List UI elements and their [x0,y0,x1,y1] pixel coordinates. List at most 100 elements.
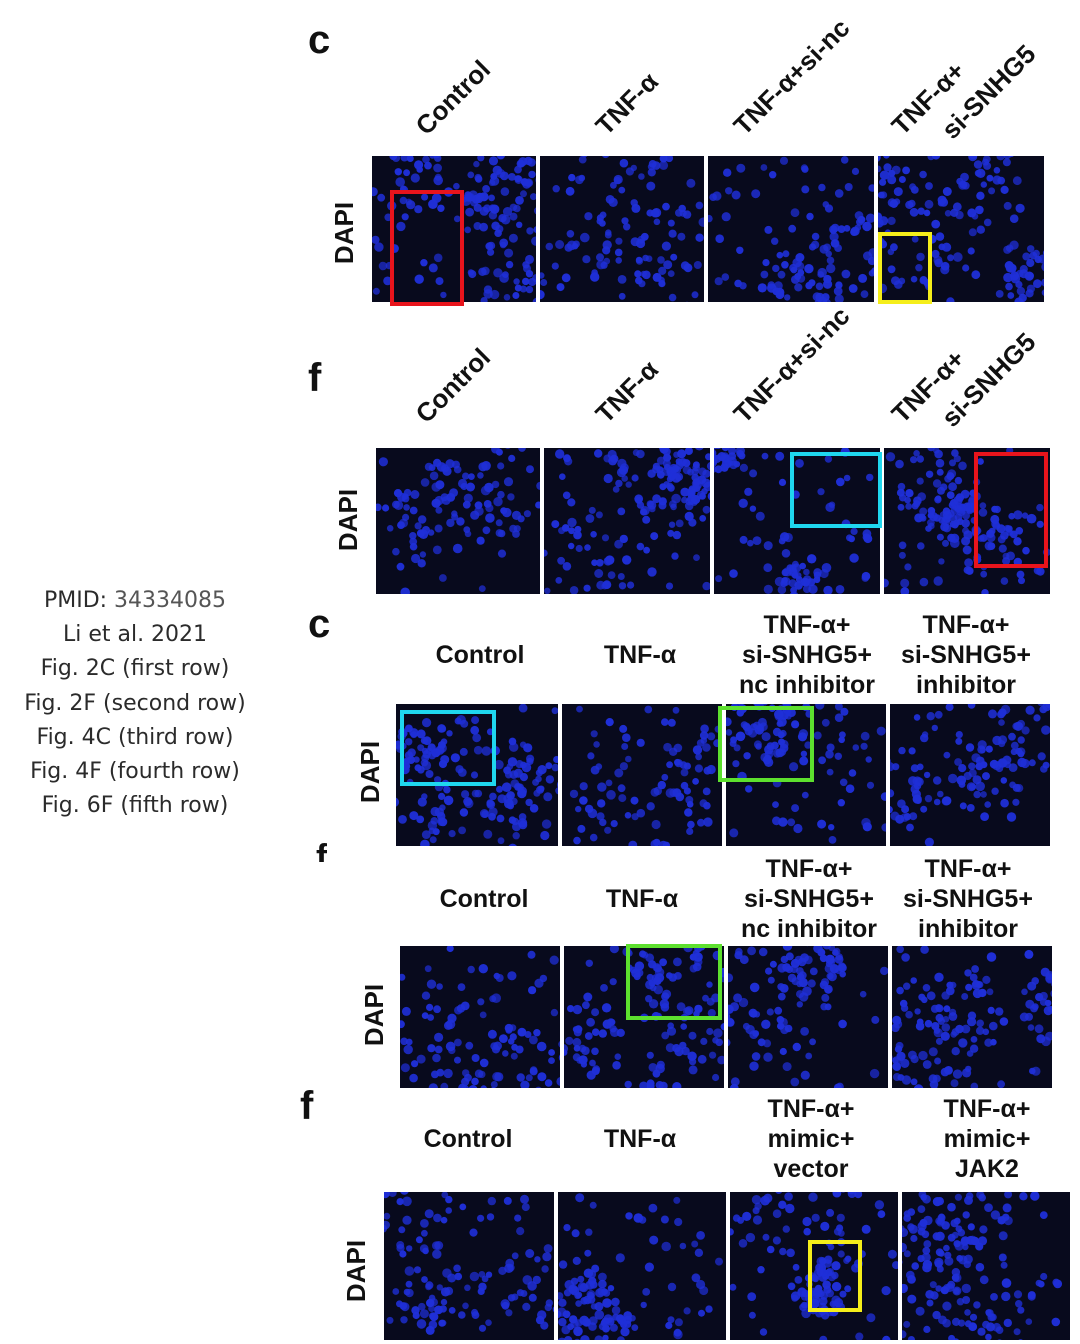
nucleus [386,1316,394,1324]
nucleus [605,229,612,236]
nucleus [434,495,444,506]
nucleus [661,992,670,1001]
nucleus [667,1282,677,1292]
nucleus [696,1279,706,1290]
nucleus [972,988,983,999]
nucleus [892,1261,898,1270]
nucleus [497,462,505,470]
nucleus [642,254,649,262]
nucleus [723,168,732,177]
nucleus [779,532,790,542]
microscopy-nuclei [396,704,558,846]
nucleus [851,1263,861,1273]
nucleus [761,732,771,742]
nucleus [1008,512,1015,520]
nucleus [419,551,427,558]
nucleus [849,553,859,563]
nucleus [447,1273,457,1283]
nucleus [703,481,710,492]
nucleus [573,1045,581,1052]
nucleus [481,266,490,276]
row2-image-tnf-si-snhg5 [884,448,1050,594]
nucleus [683,263,693,273]
nucleus [974,169,982,177]
nucleus [562,491,571,500]
nucleus [582,1001,590,1010]
nucleus [482,185,490,193]
nucleus [943,751,951,759]
nucleus [659,958,667,967]
nucleus [558,1260,568,1269]
nucleus [437,204,445,212]
nucleus [948,1012,958,1021]
nucleus [911,789,921,799]
nucleus [762,1233,770,1241]
nucleus [895,814,905,824]
nucleus [555,577,563,584]
nucleus [892,1055,893,1060]
nucleus [927,512,935,519]
nucleus [459,1203,467,1211]
nucleus [617,1316,627,1325]
nucleus [653,964,663,973]
nucleus [1047,1005,1052,1013]
nucleus [828,946,836,952]
nucleus [969,973,978,982]
nucleus [774,709,784,720]
nucleus [499,1034,508,1043]
nucleus [509,212,518,221]
nucleus [448,830,456,838]
nucleus [400,973,406,981]
nucleus [738,452,746,460]
nucleus [434,524,443,533]
nucleus [965,983,973,991]
nucleus [919,276,928,285]
nucleus [593,741,600,748]
nucleus [1001,1278,1012,1288]
nucleus [911,1262,919,1270]
nucleus [786,1248,795,1258]
nucleus [967,208,977,218]
nucleus [986,1322,995,1332]
nucleus [434,173,442,181]
nucleus [772,264,780,273]
nucleus [605,555,615,565]
nucleus [474,173,482,182]
nucleus [478,585,486,592]
nucleus [640,508,648,516]
nucleus [384,1192,390,1199]
nucleus [428,263,438,273]
nucleus [745,785,753,793]
nucleus [744,487,753,496]
nucleus [979,1225,988,1234]
nucleus [495,529,504,537]
nucleus [563,1224,571,1232]
nucleus [767,283,777,293]
nucleus [406,156,414,162]
nucleus [763,1052,773,1062]
nucleus [473,222,482,230]
nucleus [1017,719,1025,728]
nucleus [416,166,423,173]
nucleus [815,282,824,291]
nucleus [537,1072,547,1082]
nucleus [688,1065,698,1075]
nucleus [401,213,409,221]
nucleus [487,248,495,256]
nucleus [946,986,955,996]
nucleus [925,1290,935,1299]
nucleus [497,549,507,558]
nucleus [760,164,768,171]
nucleus [730,1283,737,1291]
nucleus [825,750,834,759]
nucleus [631,1324,639,1331]
nucleus [644,705,653,714]
nucleus [438,741,446,749]
nucleus [584,804,594,814]
nucleus [478,462,488,472]
nucleus [945,704,954,712]
nucleus [419,1309,429,1319]
nucleus [440,1082,449,1088]
nucleus [619,762,628,771]
nucleus [639,950,647,958]
